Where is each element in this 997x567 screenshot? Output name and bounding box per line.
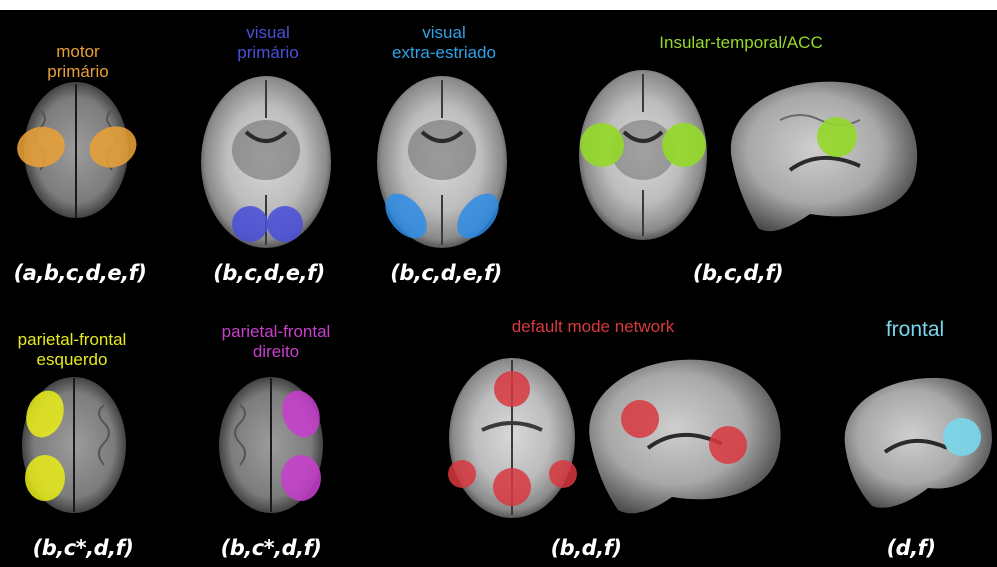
title-dmn: default mode network [512, 317, 675, 337]
brain-dmn-axial [448, 358, 577, 518]
visual-extra-roi-right [457, 193, 499, 239]
visual-primary-roi-right [267, 206, 303, 242]
dmn-roi-right-ipl [549, 460, 577, 488]
motor-roi-right [89, 126, 137, 168]
brain-visual-primary [201, 76, 331, 248]
left-pf-roi-frontal [26, 390, 64, 438]
title-visual-extra-line2: extra-estriado [392, 43, 496, 62]
citation-insular: (b,c,d,f) [692, 261, 784, 285]
insular-roi-left [580, 123, 624, 167]
title-visual-extra-line1: visual [422, 23, 466, 42]
right-pf-roi-parietal [281, 455, 321, 501]
citation-left-pf: (b,c*,d,f) [32, 536, 134, 560]
frontal-roi [943, 418, 981, 456]
right-pf-roi-frontal [282, 390, 320, 438]
brain-insular-axial [579, 70, 707, 240]
title-visual-extra: visual extra-estriado [392, 23, 496, 63]
title-frontal-line1: frontal [885, 318, 945, 341]
insular-roi-acc [817, 117, 857, 157]
title-right-pf: parietal-frontal direito [222, 322, 331, 362]
title-right-pf-line1: parietal-frontal [221, 322, 331, 341]
title-left-pf: parietal-frontal esquerdo [18, 330, 127, 370]
title-left-pf-line2: esquerdo [36, 350, 108, 369]
brain-insular-sagittal [730, 81, 918, 232]
citation-visual-extra: (b,c,d,e,f) [390, 261, 502, 285]
motor-roi-left [17, 126, 65, 168]
title-left-pf-line1: parietal-frontal [17, 330, 127, 349]
citation-dmn: (b,d,f) [550, 536, 622, 560]
dmn-sagittal-roi-pcc [621, 400, 659, 438]
brain-right-pf [219, 377, 323, 513]
title-frontal: frontal [886, 318, 944, 342]
title-visual-primary-line1: visual [246, 23, 290, 42]
citation-frontal: (d,f) [886, 536, 936, 560]
brain-dmn-sagittal [589, 359, 781, 514]
citation-right-pf: (b,c*,d,f) [220, 536, 322, 560]
title-visual-primary-line2: primário [237, 43, 299, 62]
dmn-roi-left-ipl [448, 460, 476, 488]
insular-roi-right [662, 123, 706, 167]
title-motor: motor primário [47, 42, 108, 82]
citation-visual-primary: (b,c,d,e,f) [213, 261, 325, 285]
title-motor-line2: primário [47, 62, 109, 81]
title-insular: Insular-temporal/ACC [659, 33, 822, 53]
title-dmn-line1: default mode network [511, 317, 675, 336]
citation-motor: (a,b,c,d,e,f) [13, 261, 147, 285]
brain-frontal-sagittal [844, 377, 992, 508]
title-visual-primary: visual primário [237, 23, 298, 63]
dmn-roi-mpfc [494, 371, 530, 407]
title-right-pf-line2: direito [252, 342, 300, 361]
visual-primary-roi-left [232, 206, 268, 242]
dmn-sagittal-roi-mpfc [709, 426, 747, 464]
left-pf-roi-parietal [25, 455, 65, 501]
dmn-roi-pcc [493, 468, 531, 506]
brain-motor [17, 82, 137, 218]
title-motor-line1: motor [56, 42, 100, 61]
brain-visual-extra [377, 76, 507, 248]
visual-extra-roi-left [385, 193, 427, 239]
title-insular-line1: Insular-temporal/ACC [659, 33, 823, 52]
brain-left-pf [22, 377, 126, 513]
